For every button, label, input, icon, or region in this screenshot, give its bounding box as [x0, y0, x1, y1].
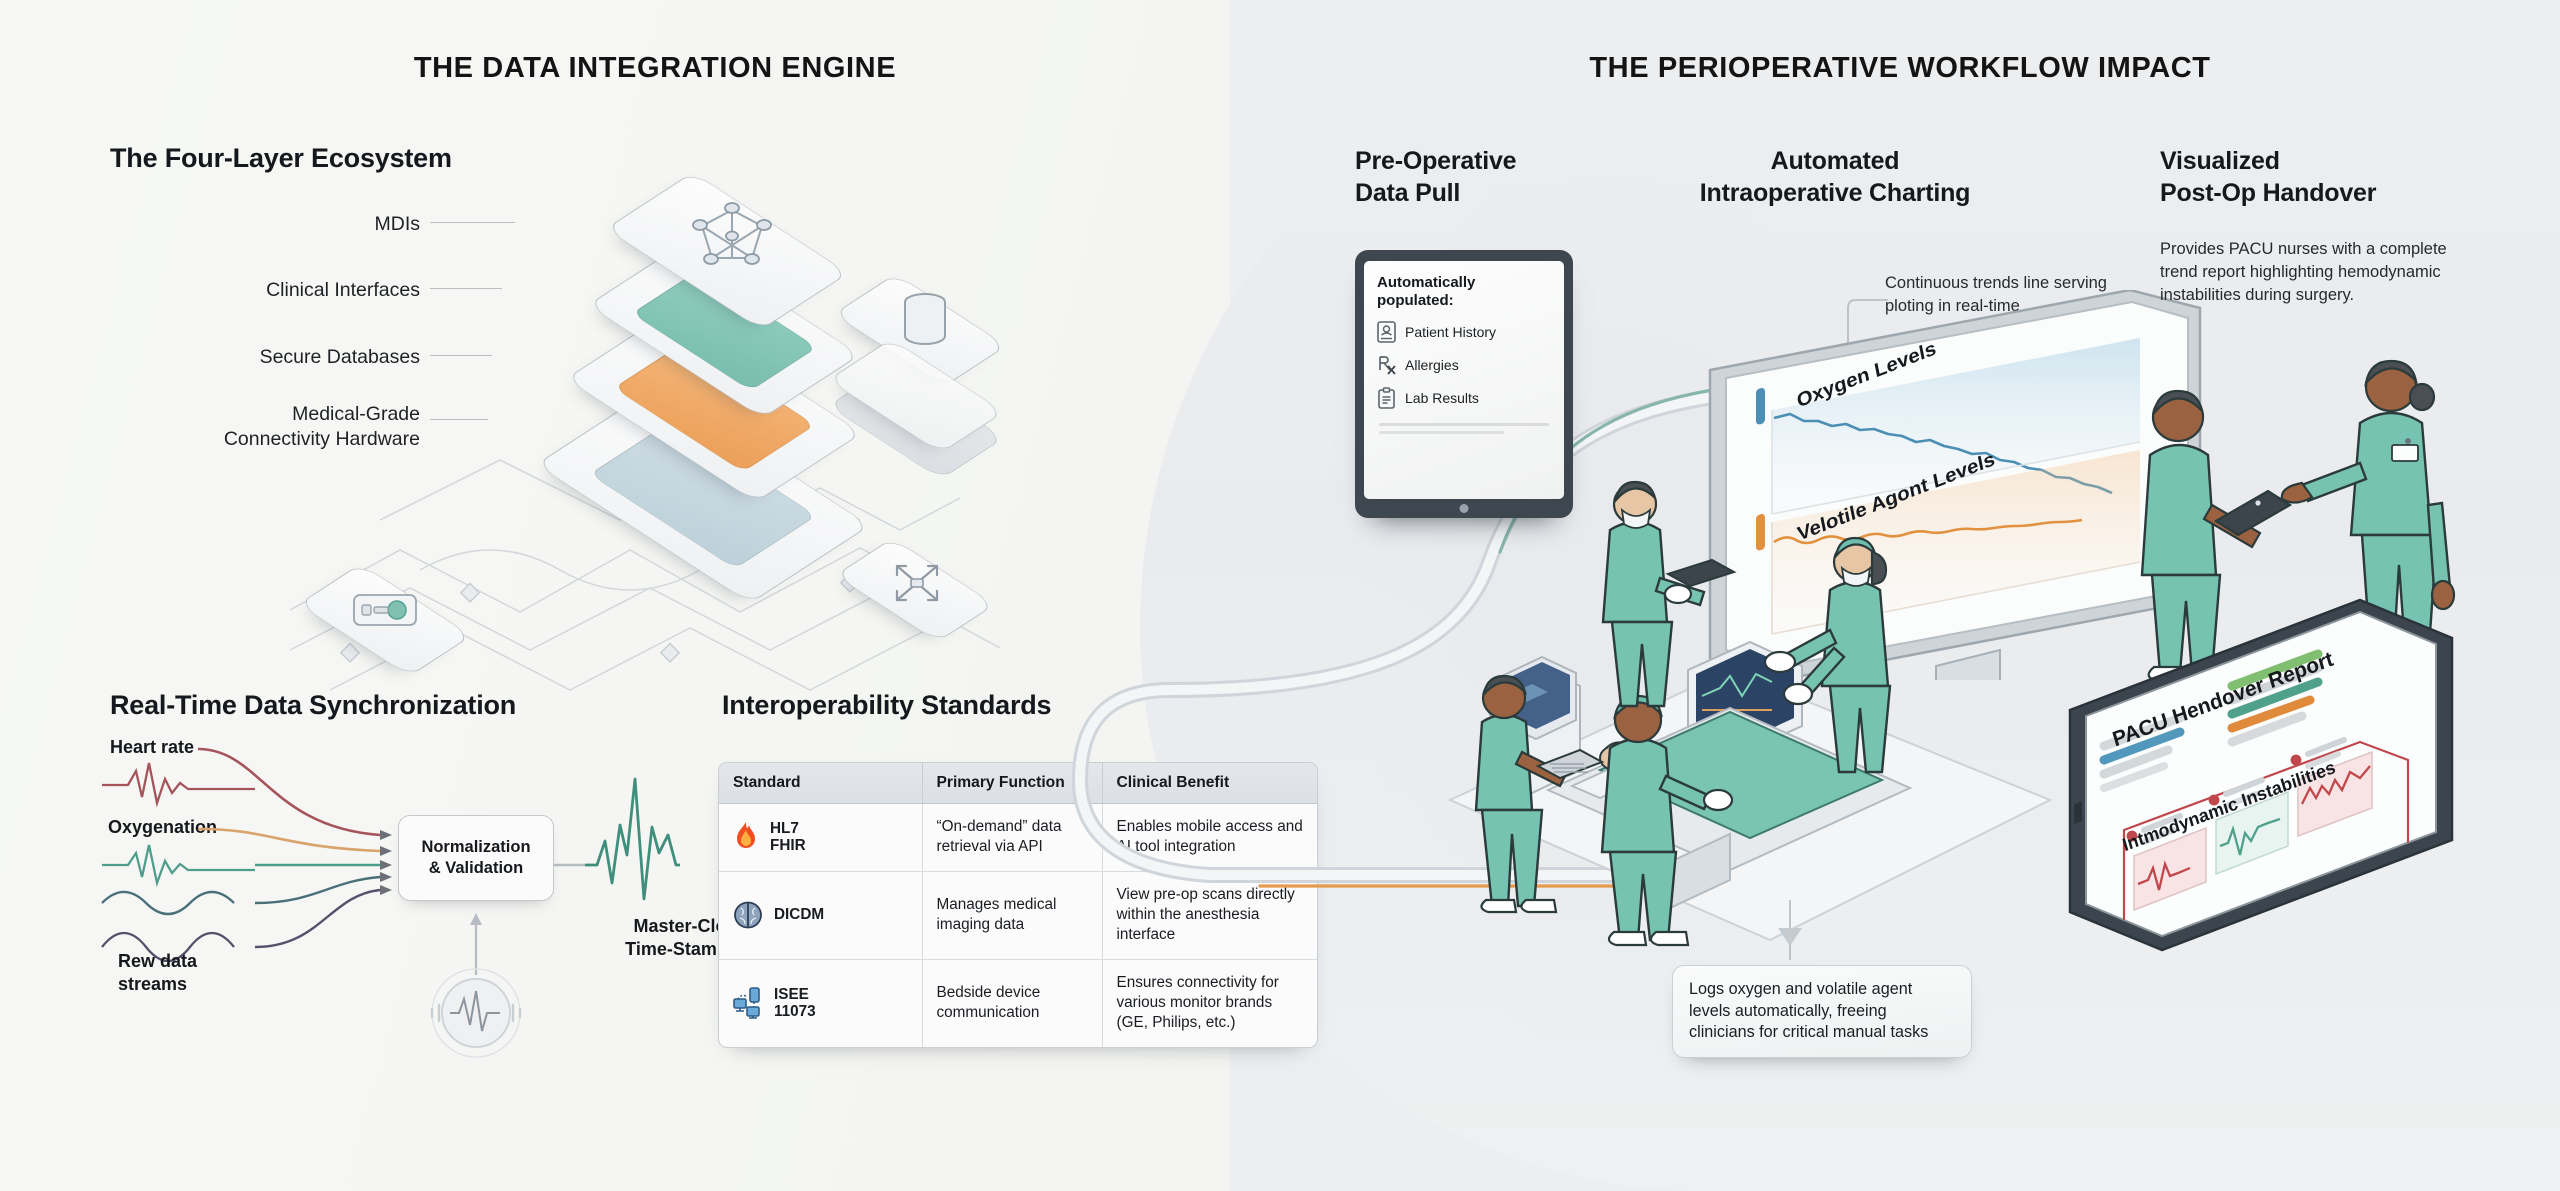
standard-name: DICDM — [774, 906, 825, 924]
layer-label-clinical-interfaces: Clinical Interfaces — [266, 279, 420, 301]
raw-data-streams-label: Rew data streams — [118, 951, 198, 994]
normalization-label: Normalization & Validation — [421, 837, 531, 877]
clinician-right-at-bed — [1763, 536, 1892, 774]
cell-clinical-benefit: Ensures connectivity for various monitor… — [1102, 958, 1317, 1047]
patient-id-card-icon — [1377, 321, 1396, 343]
preop-item-lab-results[interactable]: Lab Results — [1377, 387, 1551, 409]
layer-label-mdis: MDIs — [374, 213, 421, 235]
operating-room-scene — [1447, 480, 2053, 947]
table-row: ISEE 11073 Bedside device communication … — [719, 958, 1317, 1047]
ecosystem-heading: The Four-Layer Ecosystem — [110, 143, 452, 173]
table-header-row: Standard Primary Function Clinical Benef… — [719, 763, 1317, 804]
postop-description: Provides PACU nurses with a complete tre… — [2160, 240, 2447, 304]
standard-name: ISEE 11073 — [774, 985, 816, 1021]
sync-heading: Real-Time Data Synchronization — [110, 690, 517, 720]
intraop-callout-bottom: Logs oxygen and volatile agent levels au… — [1672, 965, 1972, 1059]
clinician-top-center — [1601, 480, 1737, 708]
clipboard-icon — [1378, 387, 1395, 409]
leader-line-hardware — [430, 419, 488, 421]
four-layer-stack-graphic — [470, 120, 1030, 640]
tablet-placeholder-bar — [1379, 431, 1505, 434]
column-header-primary-function: Primary Function — [922, 763, 1103, 804]
preop-item-label: Allergies — [1405, 357, 1459, 373]
cell-standard: HL7 FHIR — [719, 803, 923, 872]
preop-item-allergies[interactable]: Allergies — [1377, 354, 1551, 376]
brain-icon — [734, 901, 762, 929]
database-icon — [904, 293, 946, 345]
interoperability-standards-table: Standard Primary Function Clinical Benef… — [718, 762, 1318, 1048]
preop-tablet-screen: Automatically populated: Patient History… — [1364, 261, 1564, 499]
cell-clinical-benefit: View pre-op scans directly within the an… — [1102, 870, 1317, 960]
cell-primary-function: Bedside device communication — [922, 958, 1103, 1047]
distribute-arrows-icon — [895, 564, 939, 602]
table-row: HL7 FHIR “On-demand” data retrieval via … — [719, 803, 1317, 872]
preop-item-patient-history[interactable]: Patient History — [1377, 321, 1551, 343]
cell-standard: ISEE 11073 — [719, 958, 923, 1047]
preop-item-label: Patient History — [1405, 324, 1497, 340]
master-clock-icon — [430, 968, 522, 1058]
network-node-icon — [692, 202, 772, 265]
leader-line-mdis — [430, 222, 515, 224]
stack-layer-mdis — [605, 160, 849, 357]
column-title-postop: Visualized Post-Op Handover — [2160, 147, 2377, 207]
stream-label-heart-rate: Heart rate — [110, 737, 195, 757]
intraop-bottom-leader — [1778, 900, 1802, 960]
leader-line-databases — [430, 355, 492, 357]
nurse-left-with-tablet — [2140, 389, 2293, 683]
sync-diagram: Heart rate Oxygenation No — [80, 735, 755, 1058]
flame-icon — [737, 822, 755, 849]
left-section-title: THE DATA INTEGRATION ENGINE — [413, 52, 897, 84]
layer-label-connectivity-hardware: Medical-Grade Connectivity Hardware — [223, 403, 420, 451]
cell-standard: DICDM — [719, 870, 923, 960]
preop-item-label: Lab Results — [1405, 390, 1479, 406]
allergy-rx-icon — [1379, 356, 1396, 375]
standards-heading: Interoperability Standards — [722, 690, 1052, 720]
normalization-box: Normalization & Validation — [398, 815, 554, 901]
devices-network-icon — [733, 987, 760, 1020]
pacu-handover-tablet[interactable]: PACU Hendover Report Intmodynamic Instab… — [2060, 590, 2454, 952]
cell-primary-function: Manages medical imaging data — [922, 870, 1103, 960]
clinician-with-tablet — [1474, 674, 1605, 914]
postop-nurses-scene — [2140, 359, 2456, 683]
table-row: DICDM Manages medical imaging data View … — [719, 870, 1317, 960]
gateway-screen-icon — [353, 594, 417, 626]
column-title-preop: Pre-Operative Data Pull — [1355, 147, 1517, 207]
preop-tablet-heading: Automatically populated: — [1377, 274, 1476, 309]
tablet-placeholder-bar — [1379, 423, 1549, 426]
preop-tablet[interactable]: Automatically populated: Patient History… — [1355, 250, 1573, 518]
right-section-title: THE PERIOPERATIVE WORKFLOW IMPACT — [1589, 52, 2211, 84]
leader-line-clinical — [430, 288, 502, 290]
sync-waveforms — [101, 747, 680, 975]
stream-label-oxygenation: Oxygenation — [108, 817, 218, 837]
column-header-standard: Standard — [719, 763, 923, 804]
intraop-callout-leader — [1847, 299, 1888, 372]
intraop-callout-top: Continuous trends line serving ploting i… — [1885, 274, 2107, 315]
standard-name: HL7 FHIR — [770, 819, 806, 855]
layer-label-secure-databases: Secure Databases — [259, 346, 420, 368]
column-title-intraop: Automated Intraoperative Charting — [1699, 147, 1971, 207]
tablet-home-button[interactable] — [1459, 504, 1469, 513]
